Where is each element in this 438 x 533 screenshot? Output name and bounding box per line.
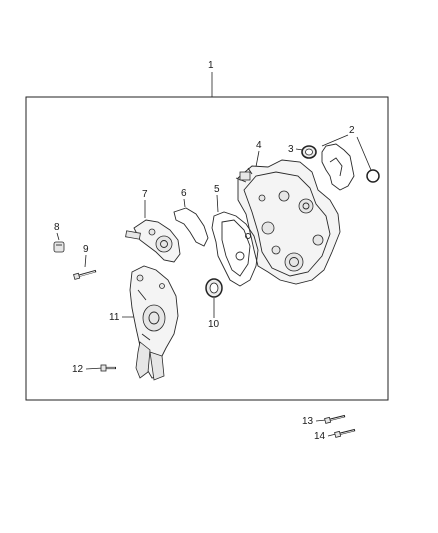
callout-1: 1 (208, 60, 214, 71)
callout-2: 2 (349, 125, 355, 136)
callout-11: 11 (109, 312, 120, 323)
bolt-13 (324, 414, 346, 424)
water-pump (129, 265, 179, 381)
leader-2a (321, 134, 349, 147)
oil-pump-gasket (173, 207, 209, 247)
leader-12 (85, 367, 104, 370)
leader-8 (56, 232, 60, 241)
water-pump-gasket (211, 211, 259, 287)
bolt-9 (73, 269, 97, 280)
o-ring-seal (366, 169, 380, 183)
callout-3: 3 (288, 144, 294, 155)
callout-9: 9 (83, 244, 89, 255)
callout-13: 13 (302, 416, 314, 427)
bolt-14 (334, 428, 356, 438)
dowel-pin (53, 241, 65, 253)
callout-4: 4 (256, 140, 262, 151)
leader-13 (315, 419, 327, 422)
callout-10: 10 (208, 319, 220, 330)
callout-8: 8 (54, 222, 60, 233)
leader-6 (183, 198, 186, 208)
callout-7: 7 (142, 189, 148, 200)
cover-gasket (321, 143, 355, 191)
pump-seal (205, 278, 223, 298)
callout-12: 12 (72, 364, 84, 375)
timing-cover (235, 159, 341, 285)
leader-9 (84, 254, 87, 268)
bolt-12 (100, 364, 116, 372)
leader-5 (216, 194, 219, 213)
callout-5: 5 (214, 184, 220, 195)
assembly-frame (25, 96, 389, 401)
callout-6: 6 (181, 188, 187, 199)
callout-14: 14 (314, 431, 326, 442)
oil-pump (125, 219, 181, 263)
leader-2b (356, 136, 372, 171)
crank-seal (301, 145, 317, 159)
